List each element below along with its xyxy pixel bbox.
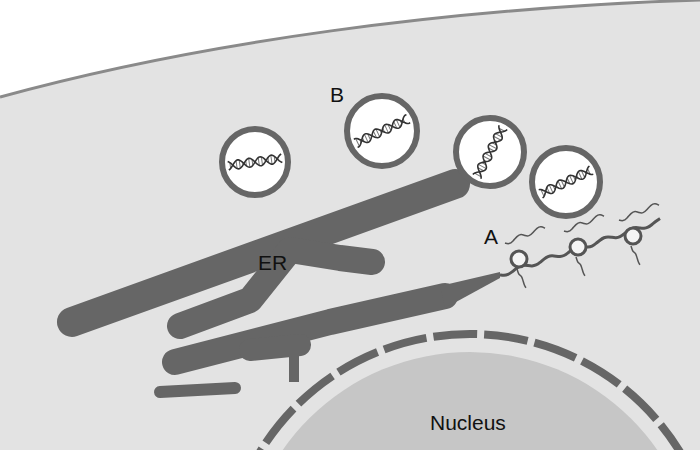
er-cisterna [160, 388, 235, 392]
nuclear-envelope [224, 334, 700, 450]
dna-helix [539, 166, 594, 198]
vesicle [532, 148, 600, 216]
strand-tail [517, 269, 526, 288]
dna-helix [473, 125, 507, 179]
er-cisterna [175, 296, 445, 362]
mrna-strand [500, 219, 660, 276]
vesicle [347, 96, 417, 166]
vesicle [222, 129, 288, 195]
dna-helix [354, 115, 410, 148]
vesicle [456, 118, 524, 186]
peptide-chain [619, 204, 659, 221]
peptide-chain [505, 227, 545, 244]
ribosome [625, 228, 641, 244]
dna-helix [228, 154, 283, 170]
callout-letter: B [330, 84, 344, 105]
strand-tail [576, 257, 585, 276]
ribosome [570, 239, 586, 255]
nucleus [242, 352, 698, 450]
strand-tail [631, 246, 640, 265]
er-cisterna [250, 345, 300, 350]
er-taper [440, 272, 500, 308]
callout-letter: A [484, 226, 498, 247]
part-name: ER [258, 252, 287, 273]
ribosome [511, 251, 527, 267]
part-name: Nucleus [430, 412, 506, 433]
cell-membrane [0, 0, 700, 97]
er-envelope-link [289, 350, 299, 382]
